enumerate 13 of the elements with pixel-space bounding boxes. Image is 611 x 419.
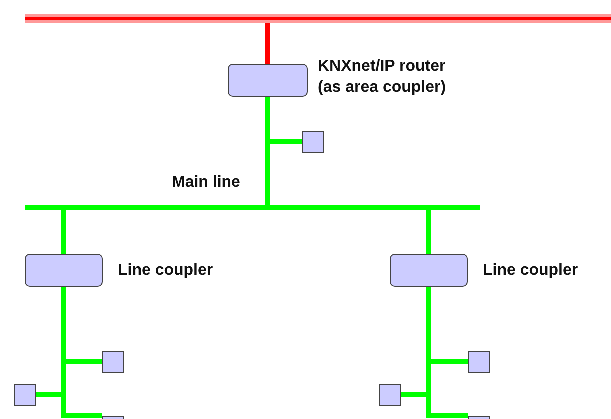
bus-line	[62, 210, 66, 254]
device-label: Line coupler	[483, 261, 578, 281]
device-box	[102, 351, 124, 373]
device-label: Line coupler	[118, 261, 214, 281]
device-label: KNXnet/IP router (as area coupler)	[318, 57, 448, 98]
device-label: Main line	[172, 173, 240, 193]
device-box	[14, 384, 36, 406]
device-box	[468, 351, 490, 373]
device-box	[302, 131, 324, 153]
device-box	[379, 384, 401, 406]
ip-link-line	[266, 23, 270, 64]
bus-bar	[25, 14, 611, 23]
bus-line	[426, 210, 432, 254]
